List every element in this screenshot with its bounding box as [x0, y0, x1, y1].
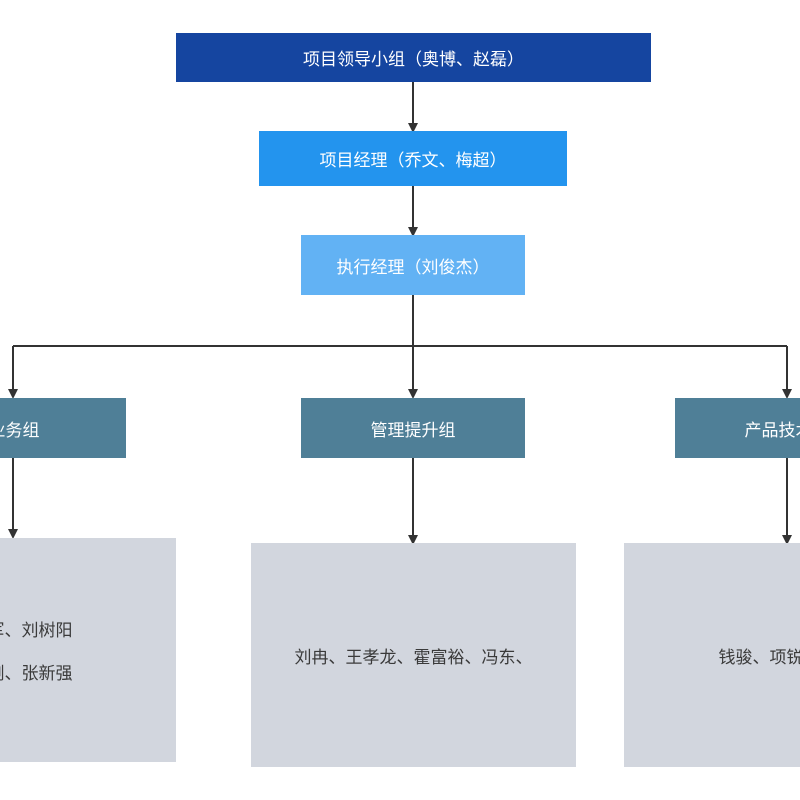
business-group-label: 业务组: [0, 420, 40, 441]
project-manager-label: 项目经理（乔文、梅超）: [319, 151, 507, 171]
executive-manager-box: 执行经理（刘俊杰）: [301, 235, 525, 295]
project-leadership-box: 项目领导小组（奥博、赵磊）: [176, 33, 651, 82]
product-tech-group-box: 产品技术组: [675, 398, 800, 458]
management-group-members-box: 刘冉、王孝龙、霍富裕、冯东、: [251, 543, 576, 767]
management-improvement-group-box: 管理提升组: [301, 398, 525, 458]
business-group-box: 业务组: [0, 398, 126, 458]
product-tech-group-label: 产品技术组: [744, 420, 800, 441]
business-group-members-line-2: 李建刚、张新强: [0, 664, 73, 684]
project-leadership-label: 项目领导小组（奥博、赵磊）: [303, 50, 524, 70]
executive-manager-label: 执行经理（刘俊杰）: [336, 257, 490, 278]
product-tech-group-members-box: 钱骏、项锐、郭静: [624, 543, 800, 767]
project-manager-box: 项目经理（乔文、梅超）: [259, 131, 567, 186]
management-group-members-line-1: 刘冉、王孝龙、霍富裕、冯东、: [294, 647, 533, 668]
product-tech-group-members-line-1: 钱骏、项锐、郭静: [718, 647, 800, 668]
business-group-members-box: 高海军、刘树阳 李建刚、张新强: [0, 538, 176, 762]
management-improvement-group-label: 管理提升组: [370, 420, 456, 441]
business-group-members-line-1: 高海军、刘树阳: [0, 621, 73, 641]
